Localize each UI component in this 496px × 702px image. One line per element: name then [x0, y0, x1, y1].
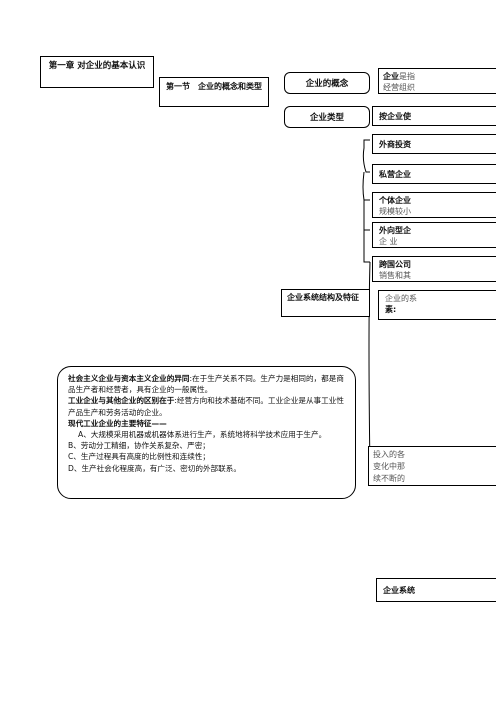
- note-p1-rest: :在于生产关系不同。生产力是相同的，都是商品生产者和经营者，具有企业的一般属性。: [68, 374, 344, 395]
- type-item-1-label: 按企业使: [379, 112, 411, 121]
- system-connector: [368, 261, 371, 471]
- system-fragment-line1: 投入的各: [373, 450, 405, 459]
- structure-label: 企业系统结构及特征: [287, 293, 359, 302]
- type-item-4: 个体企业 规模较小: [372, 192, 496, 218]
- concept-label-box: 企业的概念: [284, 72, 370, 94]
- note-item-b: B、劳动分工精细，协作关系复杂、严密；: [68, 441, 210, 451]
- note-p2-rest: :经营方向和技术基础不同。工业企业是从事工业性产品生产和劳务活动的企业。: [68, 396, 344, 417]
- structure-fragment-line1: 企业的系: [385, 294, 417, 303]
- note-paragraph-1: 社会主义企业与资本主义企业的异同:在于生产关系不同。生产力是相同的，都是商品生产…: [68, 373, 345, 395]
- bottom-fragment-label: 企业系统: [383, 586, 415, 595]
- system-fragment-box: 投入的各 变化中那 续不断的: [368, 446, 496, 486]
- note-item-d: D、生产社会化程度高，有广泛、密切的外部联系。: [68, 463, 241, 473]
- structure-fragment-box: 企业的系 素:: [378, 290, 496, 320]
- type-item-5-label: 外向型企: [379, 226, 411, 235]
- bottom-fragment-box: 企业系统: [376, 578, 496, 602]
- note-p1-bold: 社会主义企业与资本主义企业的异同: [68, 374, 190, 383]
- concept-fragment-line2: 经营组织: [383, 83, 415, 92]
- type-item-3: 私营企业: [372, 164, 496, 184]
- type-item-4-label: 个体企业: [379, 196, 411, 205]
- type-item-5-line2: 企 业: [379, 237, 398, 246]
- type-item-5: 外向型企 企 业: [372, 222, 496, 248]
- section-title: 第一节 企业的概念和类型: [166, 82, 262, 91]
- note-item-a: A、大规模采用机器或机器体系进行生产，系统地将科学技术应用于生产。: [78, 430, 327, 440]
- types-label-box: 企业类型: [284, 106, 370, 128]
- chapter-box: 第一章 对企业的基本认识: [40, 56, 154, 88]
- concept-fragment-box: 企业是指 经营组织: [378, 68, 496, 94]
- note-box: 社会主义企业与资本主义企业的异同:在于生产关系不同。生产力是相同的，都是商品生产…: [57, 366, 356, 499]
- note-paragraph-2: 工业企业与其他企业的区别在于:经营方向和技术基础不同。工业企业是从事工业性产品生…: [68, 395, 345, 417]
- type-item-4-line2: 规模较小: [379, 207, 411, 216]
- types-label: 企业类型: [309, 113, 344, 123]
- note-p3-bold: 现代工业企业的主要特征——: [68, 418, 167, 428]
- type-item-6-line2: 销售和其: [379, 271, 411, 280]
- note-item-c: C、生产过程具有高度的比例性和连续性；: [68, 452, 210, 462]
- structure-fragment-line2: 素:: [385, 305, 397, 314]
- concept-fragment-bold: 企业: [383, 72, 399, 81]
- type-item-3-label: 私营企业: [379, 170, 411, 179]
- structure-label-box: 企业系统结构及特征: [281, 289, 370, 317]
- note-p2-bold: 工业企业与其他企业的区别在于: [68, 396, 175, 406]
- concept-label: 企业的概念: [305, 79, 349, 89]
- concept-fragment-rest: 是指: [399, 72, 415, 81]
- section-box: 第一节 企业的概念和类型: [159, 77, 269, 107]
- type-item-2: 外商投资: [372, 134, 496, 154]
- type-item-6-label: 跨国公司: [379, 260, 411, 269]
- system-fragment-line3: 续不断的: [373, 474, 405, 483]
- system-fragment-line2: 变化中那: [373, 462, 405, 471]
- type-item-1: 按企业使: [372, 106, 496, 126]
- note-paragraph-3: 现代工业企业的主要特征——: [68, 418, 345, 429]
- type-item-2-label: 外商投资: [379, 140, 411, 149]
- type-connector: [362, 139, 370, 263]
- chapter-title: 第一章 对企业的基本认识: [48, 61, 146, 71]
- type-item-6: 跨国公司 销售和其: [372, 256, 496, 282]
